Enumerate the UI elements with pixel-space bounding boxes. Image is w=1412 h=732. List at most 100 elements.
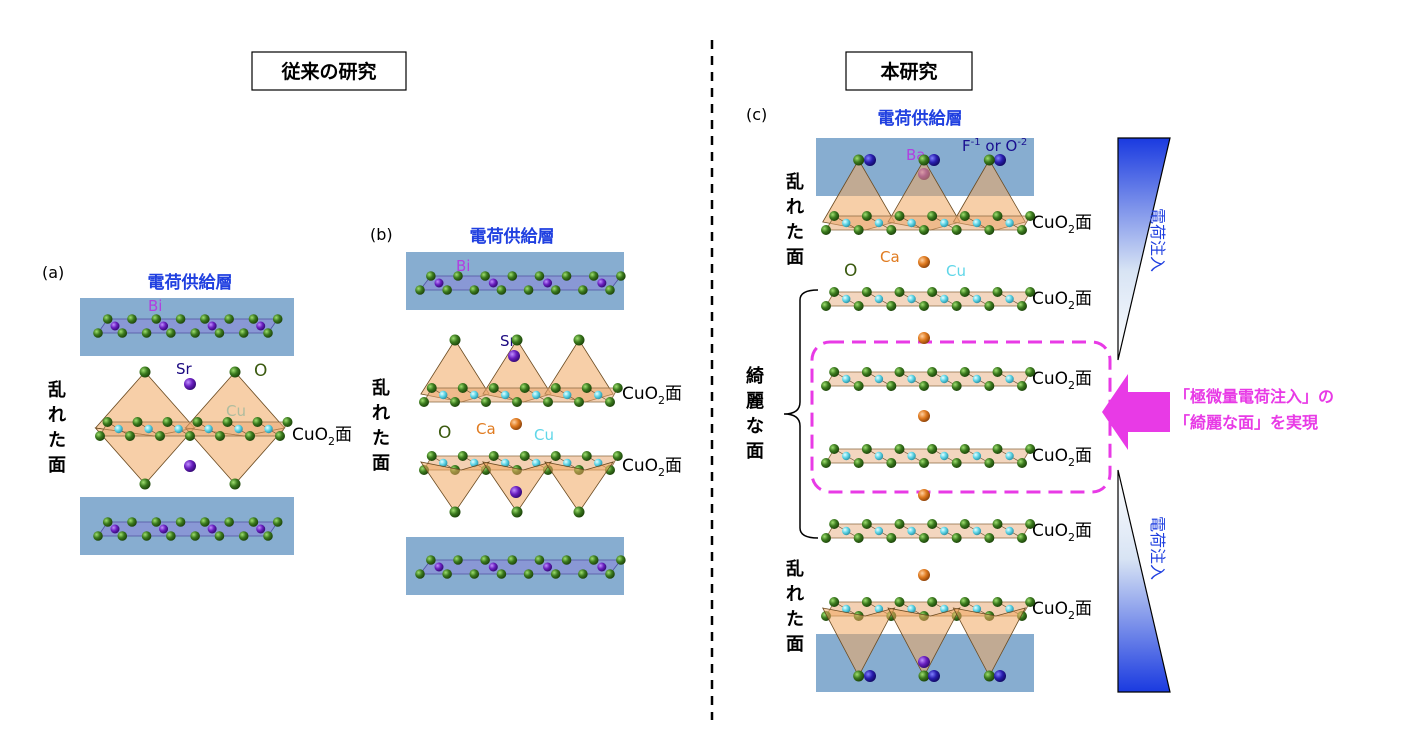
charge-injection-bottom-label: 電荷注入 [1148,516,1167,580]
svg-text:た: た [372,428,390,449]
panel-c-plane-5-oxygen-atom [1025,519,1036,529]
panel-c-plane-6-oxygen-atom [861,597,872,607]
panel-a-bottom-bi-bismuth-atom [110,524,120,534]
panel-b-ca-atom [510,418,522,430]
panel-c-plane-4-copper-atom [972,451,982,461]
panel-a-bottom-bi-oxygen-atom [263,531,273,541]
panel-a-cuo2-oxygen-atom [95,431,105,441]
panel-c-plane-5-oxygen-atom [992,519,1003,529]
panel-b-cuo2-2-copper-atom [563,458,572,468]
panel-b-top-bi-bismuth-atom [434,278,444,288]
panel-c-top-apical-oxygen [983,154,995,166]
panel-c-plane-2-copper-atom [907,294,916,304]
panel-b-upper-apical-oxygen [511,334,523,346]
panel-c-plane-2-oxygen-atom [829,287,840,297]
panel-c-bottom-apical-oxygen [918,670,930,682]
panel-b-top-bi-bismuth-atom [488,278,498,288]
highlight-text-line1: 「極微量電荷注入」の [1174,387,1334,406]
panel-b-plane-label-2: CuO2面 [622,456,682,479]
panel-c-plane-5-oxygen-atom [861,519,872,529]
panel-c-plane-6-oxygen-atom [959,597,970,607]
panel-c-charge-layer-label: 電荷供給層 [878,108,963,129]
panel-b-plane-label-1: CuO2面 [622,384,682,407]
panel-b-bottom-bi-oxygen-atom [578,569,588,579]
panel-c-clean-label: 綺 麗 な 面 [746,365,764,462]
panel-a-top-bi-bismuth-atom [256,321,266,331]
panel-c-plane-3-oxygen-atom [992,367,1003,377]
panel-b-label: (b) [370,225,393,244]
highlight-arrow [1102,374,1170,450]
clean-planes-brace [783,289,819,539]
panel-c-plane-2-oxygen-atom [984,301,995,311]
panel-b-top-bi-oxygen-atom [578,285,588,295]
panel-b-top-bi-oxygen-atom [469,285,480,295]
panel-b-o-label: O [438,423,451,443]
panel-b-cuo2-2-oxygen-atom [581,451,592,461]
panel-c-plane-5-oxygen-atom [919,533,929,543]
panel-b-disordered-label: 乱 れ た 面 [372,378,390,474]
panel-c-plane-2-oxygen-atom [1017,301,1027,311]
panel-c-plane-1-copper-atom [842,218,851,228]
panel-c-plane-5-oxygen-atom [1017,533,1027,543]
charge-injection-top-label: 電荷注入 [1148,208,1167,272]
panel-a-bottom-bi-oxygen-atom [214,531,225,541]
panel-a-cuo2-oxygen-atom [102,417,113,427]
panel-c-plane-5-oxygen-atom [853,533,864,543]
panel-c-plane-5-oxygen-atom [959,519,970,529]
panel-a-bottom-bi-oxygen-atom [175,517,186,527]
panel-c-plane-3-copper-atom [1005,374,1014,384]
panel-a-cuo2-copper-atom [264,424,273,434]
panel-b-bottom-bi-bismuth-atom [543,562,553,572]
panel-c-plane-4-oxygen-atom [886,458,897,468]
panel-c-plane-6-copper-atom [1005,604,1014,614]
panel-c-plane-2-oxygen-atom [959,287,970,297]
panel-c-plane-2-oxygen-atom [853,301,864,311]
panel-a-cuo2-oxygen-atom [162,417,173,427]
panel-c-plane-5-oxygen-atom [886,533,897,543]
panel-c-plane-1-copper-atom [972,218,982,228]
panel-a-top-bi-bismuth-atom [207,321,217,331]
panel-c-plane-4-oxygen-atom [1025,444,1036,454]
panel-a-cuo2-copper-atom [144,424,153,434]
panel-c-ca-atom [918,489,930,501]
panel-b-top-bi-oxygen-atom [507,271,518,281]
panel-b-sr-label: Sr [500,332,517,350]
panel-a-bottom-bi-bismuth-atom [159,524,169,534]
panel-b-cuo2-1-oxygen-atom [457,383,468,393]
panel-b-bottom-bi-oxygen-atom [415,569,425,579]
panel-b-top-bi-oxygen-atom [605,285,615,295]
panel-c-plane-2-copper-atom [1005,294,1014,304]
panel-c-plane-1-oxygen-atom [853,225,864,235]
panel-c-plane-3-oxygen-atom [1017,381,1027,391]
svg-text:れ: れ [786,584,804,605]
panel-c-plane-4-oxygen-atom [829,444,840,454]
panel-a-cuo2-copper-atom [204,424,213,434]
panel-b-cuo2-2-oxygen-atom [519,451,530,461]
panel-c-plane-4-oxygen-atom [992,444,1003,454]
panel-a-bi-label: Bi [148,297,162,315]
panel-c-plane-1-copper-atom [1005,218,1014,228]
panel-c-plane-1-oxygen-atom [829,211,840,221]
panel-c-plane-4-oxygen-atom [927,444,938,454]
panel-b-cuo2-2-copper-atom [470,458,479,468]
panel-b-top-bi-oxygen-atom [588,271,599,281]
svg-text:乱: 乱 [786,559,804,580]
panel-b-bottom-bi-bismuth-atom [597,562,607,572]
panel-c-plane-6-copper-atom [940,604,949,614]
panel-a-bottom-bi-oxygen-atom [272,517,283,527]
panel-b-bottom-bi-oxygen-atom [469,569,480,579]
panel-c-plane-1-oxygen-atom [1017,225,1027,235]
panel-c-plane-6-oxygen-atom [829,597,840,607]
panel-b-lower-polyhedron [544,461,615,513]
panel-c-barium-atom [994,154,1006,166]
svg-text:麗: 麗 [746,391,764,412]
panel-c-barium-atom [864,670,876,682]
panel-a-top-bi-oxygen-atom [248,314,259,324]
svg-text:面: 面 [48,455,66,476]
panel-b-cuo2-2-copper-atom [439,458,448,468]
panel-c-o-label: O [844,261,857,281]
panel-c-ca-atom [918,410,930,422]
panel-c-barium-atom [928,154,940,166]
panel-a-cuo2-oxygen-atom [185,431,195,441]
